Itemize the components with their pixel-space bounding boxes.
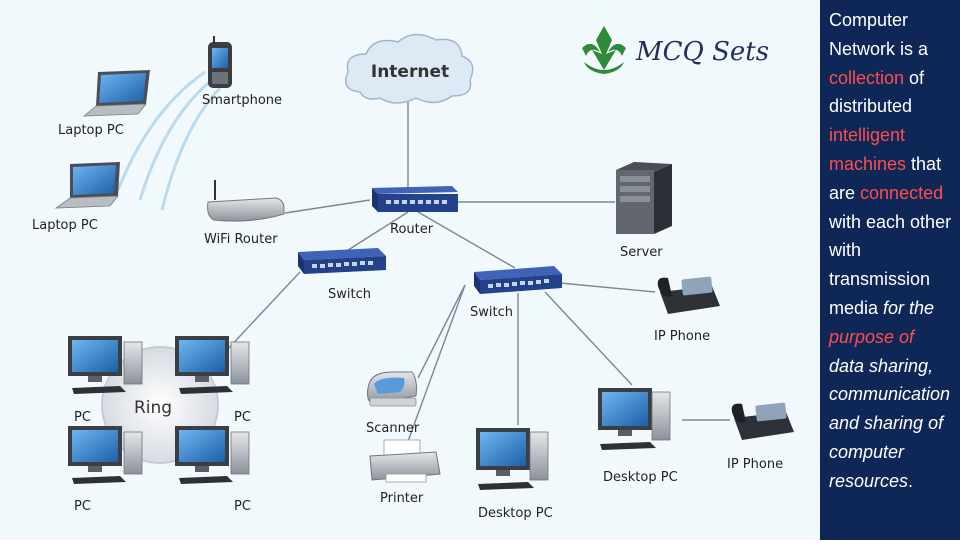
server-label: Server [620, 245, 663, 260]
wifi-router-label: WiFi Router [204, 232, 278, 247]
definition-text-4: with each other with transmission media [829, 211, 952, 318]
ip-phone-2-label: IP Phone [727, 457, 783, 472]
router-device: Router [372, 186, 458, 237]
ip-phone-1-label: IP Phone [654, 329, 710, 344]
smartphone-device: Smartphone [202, 36, 282, 108]
scanner-device: Scanner [366, 371, 420, 436]
network-diagram: MCQ Sets Internet Smartphone Laptop PC L… [0, 0, 820, 540]
desktop-pc-2-device: Desktop PC [598, 388, 678, 485]
laptop-pc-1-label: Laptop PC [58, 123, 124, 138]
laptop-pc-2-label: Laptop PC [32, 218, 98, 233]
desktop-pc-2-label: Desktop PC [603, 470, 678, 485]
definition-text-3: that are [829, 153, 942, 203]
definition-italic-for-the: for the [883, 297, 935, 318]
desktop-pc-1-label: Desktop PC [478, 506, 553, 521]
printer-device: Printer [369, 439, 441, 506]
network-diagram-svg: MCQ Sets Internet Smartphone Laptop PC L… [32, 26, 794, 521]
definition-panel: Computer Network is a collection of dist… [820, 0, 960, 540]
router-label: Router [390, 222, 434, 237]
definition-text-2: of distributed [829, 67, 925, 117]
switch-2-label: Switch [470, 305, 513, 320]
smartphone-label: Smartphone [202, 93, 282, 108]
wifi-router-device: WiFi Router [204, 180, 285, 247]
switch-2-device: Switch [470, 266, 562, 320]
pc-4-label: PC [234, 499, 251, 514]
pc-1-label: PC [74, 410, 91, 425]
desktop-pc-1-device: Desktop PC [476, 428, 553, 521]
ip-phone-2-device: IP Phone [727, 402, 794, 472]
definition-text-1: Computer Network is a [829, 10, 929, 59]
pc-3-label: PC [74, 499, 91, 514]
switch-1-device: Switch [298, 248, 386, 302]
switch-1-label: Switch [328, 287, 371, 302]
pc-1-device: PC [68, 336, 143, 425]
definition-highlight-intelligent-machines: intelligent machines [829, 125, 907, 174]
connection-lines [224, 98, 730, 456]
scanner-label: Scanner [366, 421, 420, 436]
laptop-pc-2: Laptop PC [32, 162, 120, 233]
internet-label: Internet [371, 62, 449, 82]
ip-phone-1-device: IP Phone [654, 276, 720, 344]
logo-text: MCQ Sets [635, 37, 769, 67]
definition-highlight-purpose-of: purpose of [829, 326, 915, 347]
definition-highlight-collection: collection [829, 67, 905, 88]
wireless-waves [116, 70, 222, 211]
pc-2-device: PC [175, 336, 251, 425]
internet-cloud: Internet [345, 33, 474, 104]
definition-italic-resources: data sharing, communication and sharing … [829, 355, 951, 491]
server-device: Server [616, 162, 672, 260]
definition-highlight-connected: connected [860, 182, 944, 203]
mcq-sets-logo: MCQ Sets [582, 26, 769, 74]
laptop-pc-1: Laptop PC [58, 70, 150, 138]
pc-3-device: PC [68, 426, 143, 514]
definition-period: . [908, 470, 914, 491]
pc-2-label: PC [234, 410, 251, 425]
pc-4-device: PC [175, 426, 251, 514]
ring-label: Ring [134, 398, 172, 418]
printer-label: Printer [380, 491, 424, 506]
